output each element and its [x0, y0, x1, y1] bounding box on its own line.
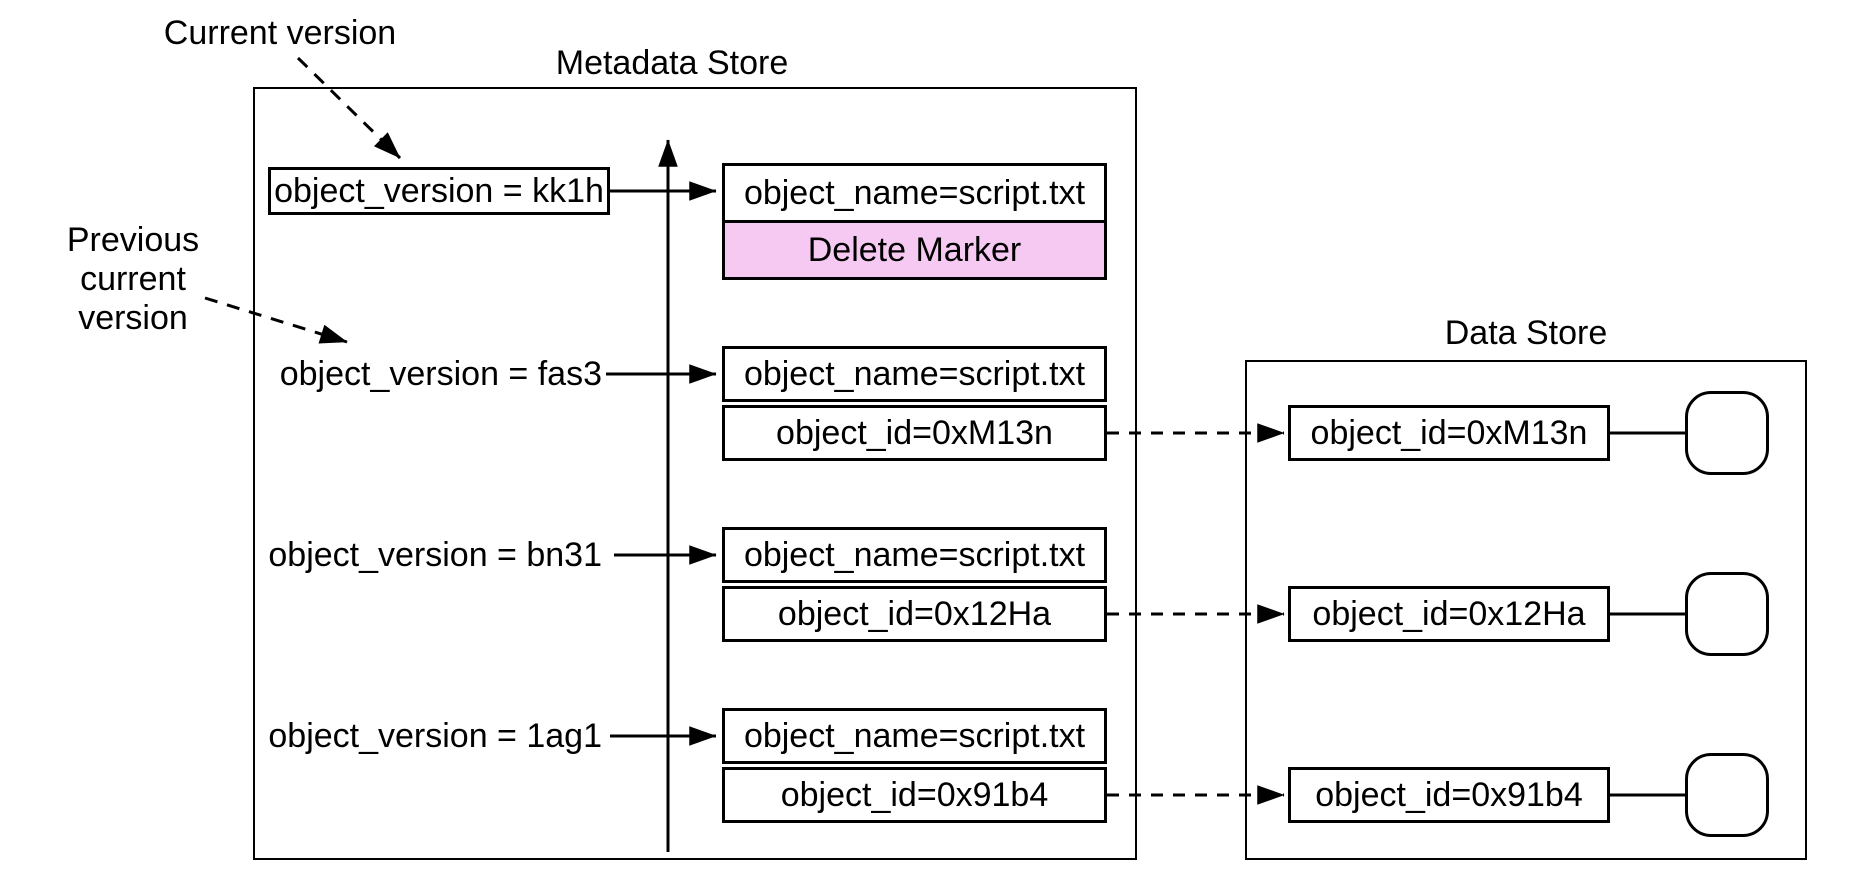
record-fas3-object-name: object_name=script.txt: [722, 346, 1107, 402]
record-kk1h-object-name: object_name=script.txt: [725, 166, 1104, 220]
previous-current-version-line3: version: [78, 299, 188, 337]
previous-current-version-annotation: Previous current version: [48, 221, 218, 338]
delete-marker-cell: Delete Marker: [725, 220, 1104, 277]
data-object-0x12Ha: object_id=0x12Ha: [1288, 586, 1610, 642]
data-blob-0x12Ha: [1685, 572, 1769, 656]
data-blob-0x91b4: [1685, 753, 1769, 837]
data-blob-0xM13n: [1685, 391, 1769, 475]
metadata-store-box: [253, 87, 1137, 860]
metadata-store-title: Metadata Store: [555, 44, 789, 82]
record-bn31-object-id: object_id=0x12Ha: [722, 586, 1107, 642]
record-kk1h: object_name=script.txt Delete Marker: [722, 163, 1107, 280]
version-box-kk1h: object_version = kk1h: [268, 167, 610, 215]
record-1ag1-object-name: object_name=script.txt: [722, 708, 1107, 764]
data-object-0xM13n: object_id=0xM13n: [1288, 405, 1610, 461]
previous-current-version-line1: Previous: [66, 221, 200, 259]
record-fas3-object-id: object_id=0xM13n: [722, 405, 1107, 461]
version-label-fas3: object_version = fas3: [279, 355, 602, 393]
data-object-0x91b4: object_id=0x91b4: [1288, 767, 1610, 823]
record-1ag1-object-id: object_id=0x91b4: [722, 767, 1107, 823]
previous-current-version-line2: current: [80, 260, 186, 298]
version-label-1ag1: object_version = 1ag1: [268, 717, 602, 755]
data-store-box: [1245, 360, 1807, 860]
data-store-title: Data Store: [1444, 314, 1608, 352]
record-bn31-object-name: object_name=script.txt: [722, 527, 1107, 583]
current-version-annotation: Current version: [163, 14, 397, 52]
version-label-bn31: object_version = bn31: [268, 536, 602, 574]
